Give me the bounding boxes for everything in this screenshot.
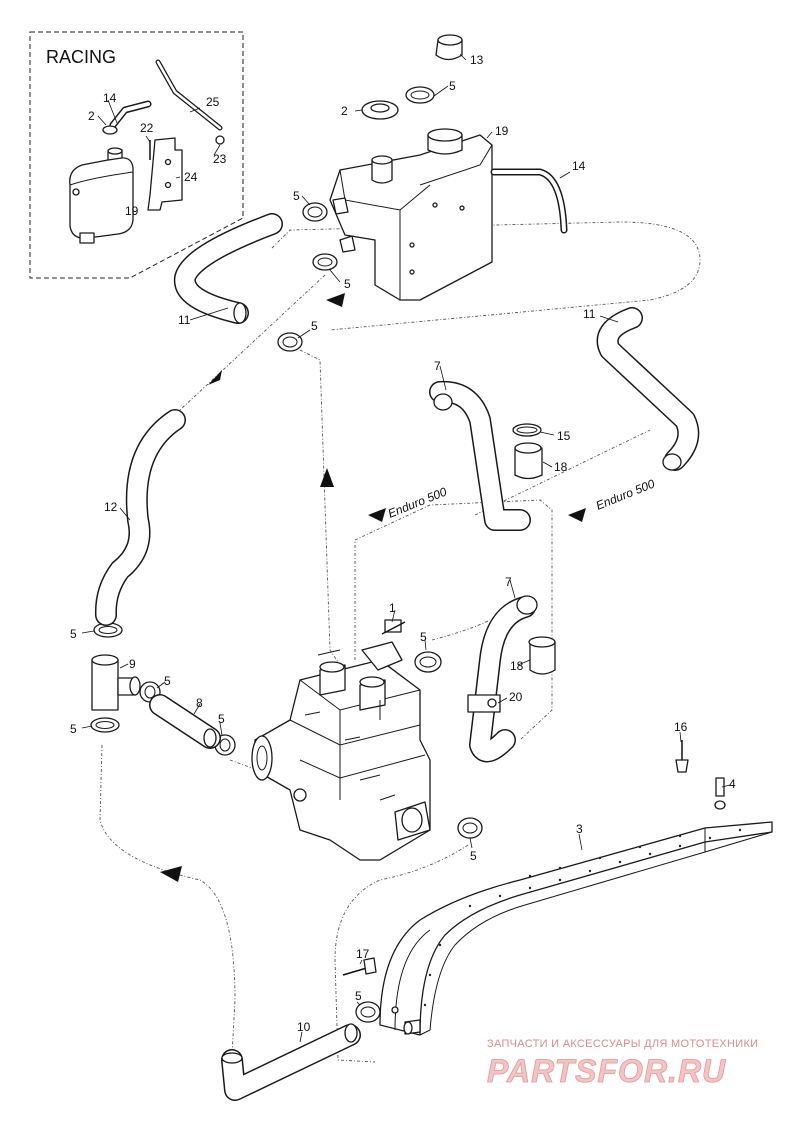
sleeve-18-upper <box>514 442 543 480</box>
callout-5-i: 5 <box>70 722 77 736</box>
callout-18-upper: 18 <box>554 460 568 474</box>
flow-arrows <box>160 293 586 882</box>
callout-5-d: 5 <box>311 319 318 333</box>
callout-24: 24 <box>184 170 198 184</box>
clamp-radiator <box>355 1001 381 1023</box>
callout-3: 3 <box>576 822 583 836</box>
hose-10 <box>221 1023 361 1101</box>
clamp-tank-top <box>405 86 435 104</box>
engine <box>251 641 431 861</box>
clamp-left-2 <box>90 717 120 733</box>
callout-11-left: 11 <box>178 313 191 327</box>
hose-11-left <box>173 213 283 324</box>
clamp-head <box>414 651 442 673</box>
clamp-tank-left <box>302 202 328 222</box>
callout-5-f: 5 <box>420 630 427 644</box>
sleeve-18-lower <box>528 636 556 675</box>
callout-5-e: 5 <box>70 627 77 641</box>
callout-1: 1 <box>389 601 396 615</box>
callout-12: 12 <box>104 500 118 514</box>
t-fitting-9 <box>91 654 141 711</box>
hose-11-right <box>596 307 700 471</box>
callout-19-racing: 19 <box>125 204 139 218</box>
clamp-15 <box>512 423 542 437</box>
enduro-label-left: Enduro 500 <box>386 484 449 520</box>
callout-18-lower: 18 <box>510 659 524 673</box>
flow-arrow-left-top <box>326 293 345 307</box>
temp-sensor-1 <box>381 619 406 635</box>
clamp-hose11 <box>277 332 303 352</box>
rivet-16 <box>675 740 689 773</box>
radiator-rivets <box>423 828 742 1007</box>
callout-5-j: 5 <box>470 849 477 863</box>
callout-4: 4 <box>729 777 736 791</box>
callout-8: 8 <box>196 696 203 710</box>
callout-2-racing: 2 <box>88 109 95 123</box>
clamp-tank-bottom <box>312 253 338 271</box>
callout-5-c: 5 <box>344 277 351 291</box>
watermark-tagline: ЗАПЧАСТИ И АКСЕССУАРЫ ДЛЯ МОТОТЕХНИКИ <box>487 1038 758 1050</box>
callout-22: 22 <box>140 121 154 135</box>
hose-7-lower <box>469 595 538 763</box>
racing-title: RACING <box>46 47 116 67</box>
flow-arrow-lower-left <box>160 866 182 882</box>
callout-14-racing: 14 <box>103 91 117 105</box>
watermark: ЗАПЧАСТИ И АКСЕССУАРЫ ДЛЯ МОТОТЕХНИКИ PA… <box>487 1038 758 1089</box>
racing-variant-box: RACING <box>29 31 244 279</box>
callout-5-k: 5 <box>355 989 362 1003</box>
callout-leaders <box>81 53 731 1043</box>
flow-arrow-enduro-left <box>368 508 386 522</box>
callout-20: 20 <box>509 690 523 704</box>
clamp-20 <box>467 694 501 713</box>
flow-arrow-up-center <box>320 468 334 487</box>
callout-7-upper: 7 <box>434 359 441 373</box>
callout-5-b: 5 <box>293 189 300 203</box>
callout-13: 13 <box>470 53 484 67</box>
coolant-flow-lines <box>99 221 701 1063</box>
fastener-4 <box>714 777 726 810</box>
racing-bracket <box>147 137 183 211</box>
racing-expansion-tank <box>69 157 134 239</box>
expansion-tank-19 <box>329 128 493 301</box>
callout-5-h: 5 <box>218 712 225 726</box>
heat-exchanger-3 <box>379 821 773 1036</box>
hose-12 <box>94 409 186 626</box>
callout-17: 17 <box>356 947 370 961</box>
flow-arrow-enduro-right <box>568 508 586 522</box>
callout-11-right: 11 <box>583 307 596 321</box>
callout-14: 14 <box>572 159 586 173</box>
hoses <box>94 168 700 1101</box>
callout-9: 9 <box>129 657 136 671</box>
callout-15: 15 <box>557 429 571 443</box>
flow-arrow-down-left <box>208 370 222 385</box>
watermark-logo: PARTSFOR.RU <box>487 1053 726 1089</box>
rivet-17 <box>342 957 377 976</box>
callout-5-g: 5 <box>164 674 171 688</box>
hose-7-upper <box>429 380 531 531</box>
callout-2: 2 <box>341 104 348 118</box>
callout-19: 19 <box>495 124 509 138</box>
pipe-8 <box>149 694 221 749</box>
callout-10: 10 <box>297 1020 311 1034</box>
callout-7-lower: 7 <box>505 575 512 589</box>
pressure-cap-2 <box>361 100 399 120</box>
enduro-label-right: Enduro 500 <box>594 476 657 512</box>
cap-13 <box>435 34 463 61</box>
hose-14 <box>490 168 568 234</box>
callout-numbers: 14 2 22 25 23 24 19 13 5 2 19 14 5 5 11 … <box>70 53 736 1034</box>
callout-23: 23 <box>213 152 227 166</box>
callout-25: 25 <box>206 95 220 109</box>
callout-16: 16 <box>674 720 688 734</box>
callout-5-a: 5 <box>449 79 456 93</box>
clamp-pump <box>457 817 483 839</box>
hose-clamps <box>90 86 483 1023</box>
